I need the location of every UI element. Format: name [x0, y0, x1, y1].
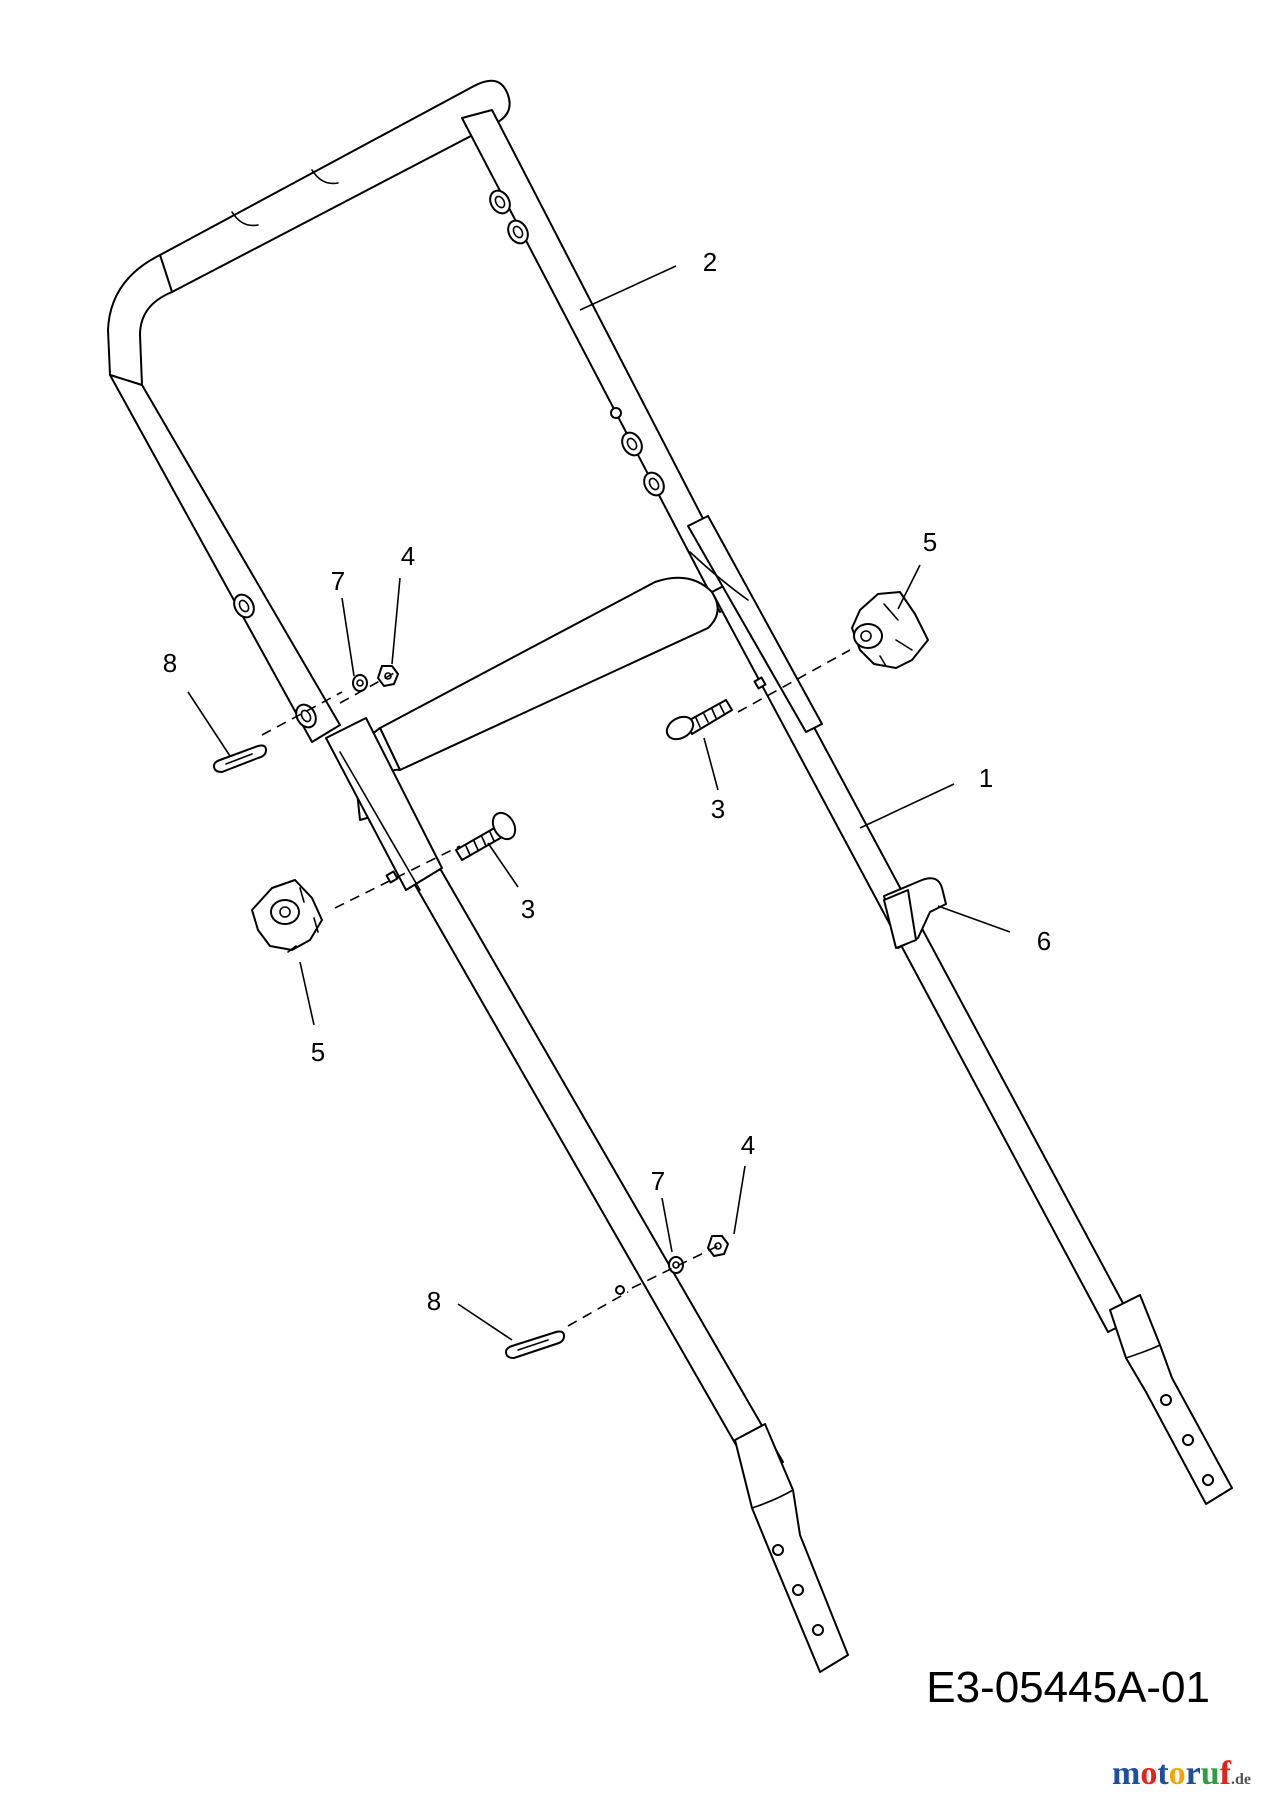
assembly-lines — [261, 649, 851, 1327]
callout-labels: 1 2 3 3 4 4 5 5 6 7 7 8 8 — [163, 247, 1051, 1316]
callout-8-lower: 8 — [427, 1286, 441, 1316]
callout-5-left: 5 — [311, 1037, 325, 1067]
callout-7-upper: 7 — [331, 566, 345, 596]
leader-lines — [187, 265, 1011, 1341]
callout-8-upper: 8 — [163, 648, 177, 678]
motoruf-logo: motoruf.de — [1112, 1755, 1251, 1792]
nut-lower — [707, 1235, 729, 1257]
callout-1: 1 — [979, 763, 993, 793]
logo-wordmark: motoruf.de — [1112, 1755, 1251, 1792]
drawing-code: E3-05445A-01 — [926, 1663, 1210, 1712]
callout-4-lower: 4 — [741, 1130, 755, 1160]
callout-7-lower: 7 — [651, 1166, 665, 1196]
star-knob-left — [251, 879, 323, 953]
carriage-bolt-upper — [665, 699, 733, 741]
upper-handle — [107, 79, 746, 743]
carriage-bolt-lower — [455, 811, 517, 861]
callout-3-lower: 3 — [521, 894, 535, 924]
callout-6: 6 — [1037, 926, 1051, 956]
pin-lower — [505, 1330, 565, 1359]
callout-4-upper: 4 — [401, 541, 415, 571]
washer-lower — [668, 1256, 684, 1274]
callout-3-upper: 3 — [711, 794, 725, 824]
callout-2: 2 — [703, 247, 717, 277]
star-knob-right — [851, 591, 929, 669]
lower-handle — [325, 515, 1233, 1673]
pin-upper — [213, 744, 267, 773]
callout-5-right: 5 — [923, 527, 937, 557]
cable-clip — [883, 877, 947, 949]
washer-upper — [352, 674, 368, 692]
